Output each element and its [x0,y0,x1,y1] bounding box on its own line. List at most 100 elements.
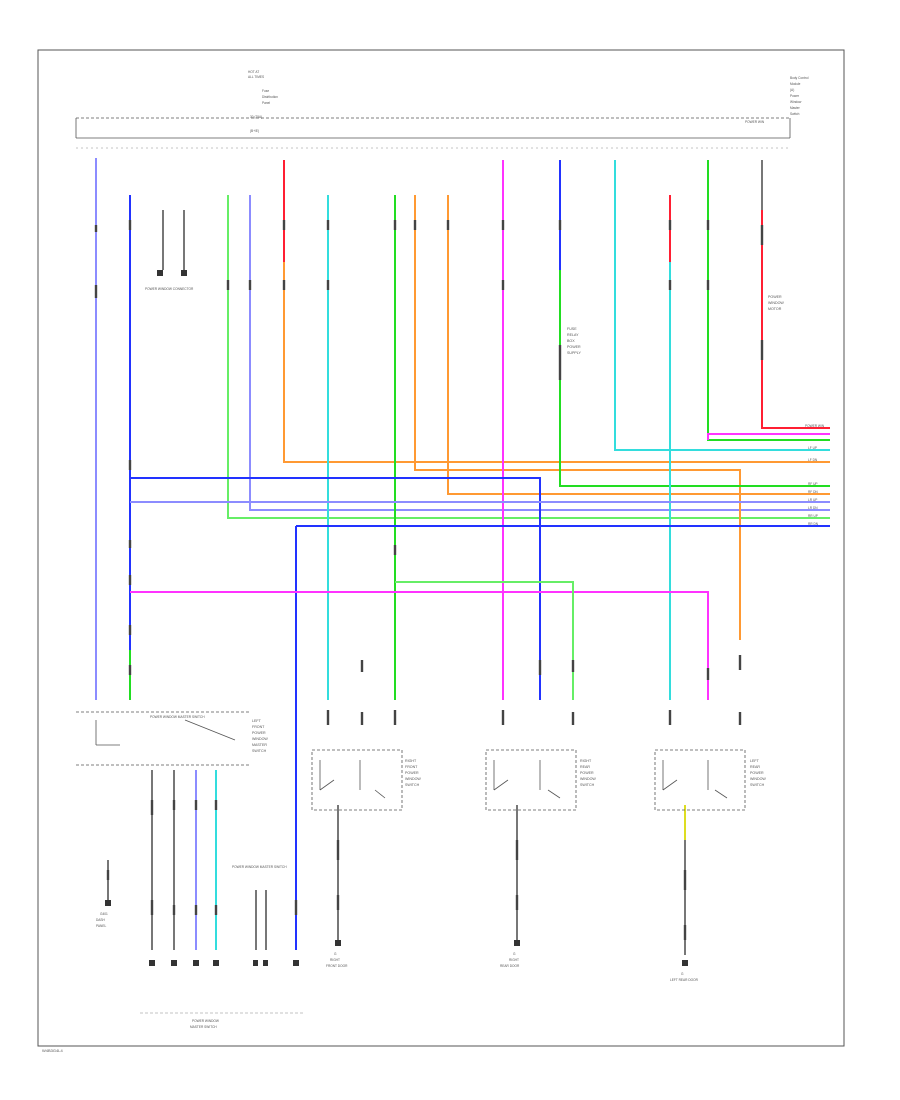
lr-gnd-2: LEFT REAR DOOR [670,978,699,982]
ground-icon [293,960,299,966]
wire-green-4 [707,160,830,441]
diagram-frame [37,49,845,1047]
left-gnd-3: PANEL [96,924,106,928]
master-side-1: LEFT [252,719,262,723]
ground-icon [193,960,199,966]
rr-label-5: SWITCH [580,783,595,787]
rwl-5: RF DN [808,490,818,494]
lr-label-4: WINDOW [750,777,766,781]
lr-label-3: POWER [750,771,764,775]
figure-id: W4B3G4L4 [42,1048,63,1053]
master-side-3: POWER [252,731,266,735]
mid-conn-5: SUPPLY [567,351,582,355]
rr-gnd-2: RIGHT [509,958,519,962]
right-block-3: (A) [790,88,794,92]
lr-label-1: LEFT [750,759,760,763]
ground-icon [149,960,155,966]
rr-gnd-1: G [513,952,516,956]
rf-switch-box [311,749,403,811]
rr-label-2: REAR [580,765,590,769]
header-line-2: ALL TIMES [248,75,264,79]
master-switch-box: POWER WINDOW MASTER SWITCH LEFT FRONT PO… [76,711,268,766]
wire-green-3 [559,270,830,487]
bus-right-label: POWER WIN [745,120,765,124]
header-block: HOT AT ALL TIMES Fuse Distribution Panel… [248,70,278,133]
rr-switch-label: RIGHT REAR POWER WINDOW SWITCH [580,759,596,787]
ground-icon [263,960,268,966]
rwl-2: LF UP [808,446,817,450]
rf-label-5: SWITCH [405,783,420,787]
lr-gnd-1: G [681,972,684,976]
header-line-1: HOT AT [248,70,259,74]
ground-labels: G401 DASH PANEL G RIGHT FRONT DOOR G RIG… [96,865,699,982]
rwl-4: RF UP [808,482,818,486]
ground-icon [253,960,258,966]
master-side-6: SWITCH [252,749,267,753]
right-block-4: Power [790,94,800,98]
rf-label-3: POWER [405,771,419,775]
lr-switch-box [654,749,746,811]
master-side-5: MASTER [252,743,267,747]
rwl-6: LR UP [808,498,817,502]
right-conn-2: WINDOW [768,301,784,305]
rr-label-4: WINDOW [580,777,596,781]
wire-orange-1 [283,262,830,463]
wire-magenta-2 [707,433,830,440]
rr-label-1: RIGHT [580,759,592,763]
wire-red-3 [761,210,830,429]
wire-magenta-3 [130,591,709,700]
wire-purple-2 [249,195,830,511]
lr-label-5: SWITCH [750,783,765,787]
right-block-2: Module [790,82,801,86]
bottom-box-1: POWER WINDOW [192,1019,219,1023]
lr-switch-label: LEFT REAR POWER WINDOW SWITCH [750,759,766,787]
right-block-7: Switch [790,112,800,116]
rwl-9: RR DN [808,522,819,526]
wires [95,158,830,955]
bus-label: (B+/E) [250,129,259,133]
left-gnd-2: DASH [96,918,106,922]
right-wire-labels: POWER WIN LF UP LF DN RF UP RF DN LR UP … [805,424,825,526]
right-block-1: Body Control [790,76,809,80]
wire-green-1 [227,195,830,519]
ground-icon [514,940,520,946]
right-block-6: Master [790,106,801,110]
wire-cyan-2 [614,160,830,451]
bottom-box: POWER WINDOW MASTER SWITCH [140,1012,305,1029]
wire-green-5 [395,581,574,700]
master-switch-top: POWER WINDOW MASTER SWITCH [150,715,205,719]
rf-label-2: FRONT [405,765,418,769]
header-line-4: Fuse [262,89,269,93]
ground-icon [335,940,341,946]
mid-conn-2: RELAY [567,333,579,337]
ground-icon [213,960,219,966]
mid-conn-3: BOX [567,339,575,343]
right-block-5: Window [790,100,802,104]
rwl-3: LF DN [808,458,818,462]
master-side-2: FRONT [252,725,265,729]
lr-label-2: REAR [750,765,760,769]
rwl-1: POWER WIN [805,424,825,428]
wire-orange-3 [447,195,830,495]
wire-blue-3 [130,477,541,700]
ground-icon [157,270,163,276]
right-connector-label: POWER WINDOW MOTOR [768,295,784,311]
master-side-4: WINDOW [252,737,268,741]
rf-gnd-1: G [334,952,337,956]
ground-icon [105,900,111,906]
connector-ticks [94,220,764,940]
bottom-mid-label: POWER WINDOW MASTER SWITCH [232,865,287,869]
bottom-box-2: MASTER SWITCH [190,1025,217,1029]
rwl-7: LR DN [808,506,818,510]
rf-gnd-2: RIGHT [330,958,340,962]
rf-label-1: RIGHT [405,759,417,763]
right-conn-1: POWER [768,295,782,299]
ground-symbols [105,270,688,966]
ground-icon [181,270,187,276]
rf-label-4: WINDOW [405,777,421,781]
rr-gnd-3: REAR DOOR [500,964,520,968]
header-right-block: Body Control Module (A) Power Window Mas… [790,76,809,116]
header-line-5: Distribution [262,95,278,99]
mid-connector-label: FUSE RELAY BOX POWER SUPPLY [567,327,582,355]
